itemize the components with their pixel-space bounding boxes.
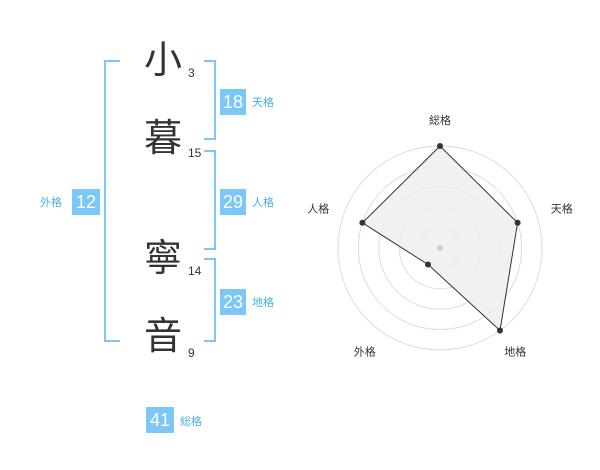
radar-axis-label: 地格 — [504, 345, 526, 359]
name-char-3: 寧 — [143, 236, 182, 280]
chikaku-label: 地格 — [252, 296, 274, 309]
radar-data-point — [359, 219, 366, 226]
radar-axis-label: 天格 — [551, 201, 573, 215]
name-char-2: 暮 — [143, 116, 182, 160]
jinkaku-bracket — [204, 150, 216, 250]
soukaku-value: 41 — [146, 407, 174, 433]
jinkaku-value: 29 — [220, 189, 246, 215]
gaikaku-value: 12 — [72, 189, 100, 215]
chikaku-bracket — [204, 258, 216, 342]
gaikaku-bracket — [104, 60, 120, 342]
tenkaku-label: 天格 — [252, 96, 274, 109]
radar-data-point — [437, 143, 443, 149]
radar-data-point — [496, 327, 503, 334]
radar-series-polygon — [361, 145, 519, 332]
stroke-count-4: 9 — [188, 346, 195, 360]
gaikaku-label: 外格 — [40, 196, 62, 209]
tenkaku-value: 18 — [220, 89, 246, 115]
radar-center-dot — [437, 245, 443, 251]
stroke-count-1: 3 — [188, 66, 195, 80]
stroke-count-3: 14 — [188, 264, 202, 278]
radar-axis-label: 人格 — [307, 201, 329, 215]
radar-axis-label: 外格 — [354, 345, 376, 359]
chikaku-value: 23 — [220, 289, 246, 315]
radar-data-point — [514, 219, 521, 226]
radar-axis-label: 総格 — [429, 113, 451, 127]
name-char-4: 音 — [143, 314, 182, 358]
stroke-count-2: 15 — [188, 146, 202, 160]
name-char-1: 小 — [143, 38, 182, 82]
soukaku-label: 総格 — [180, 415, 202, 428]
radar-data-point — [425, 261, 432, 268]
jinkaku-label: 人格 — [252, 196, 274, 209]
tenkaku-bracket — [204, 60, 216, 140]
